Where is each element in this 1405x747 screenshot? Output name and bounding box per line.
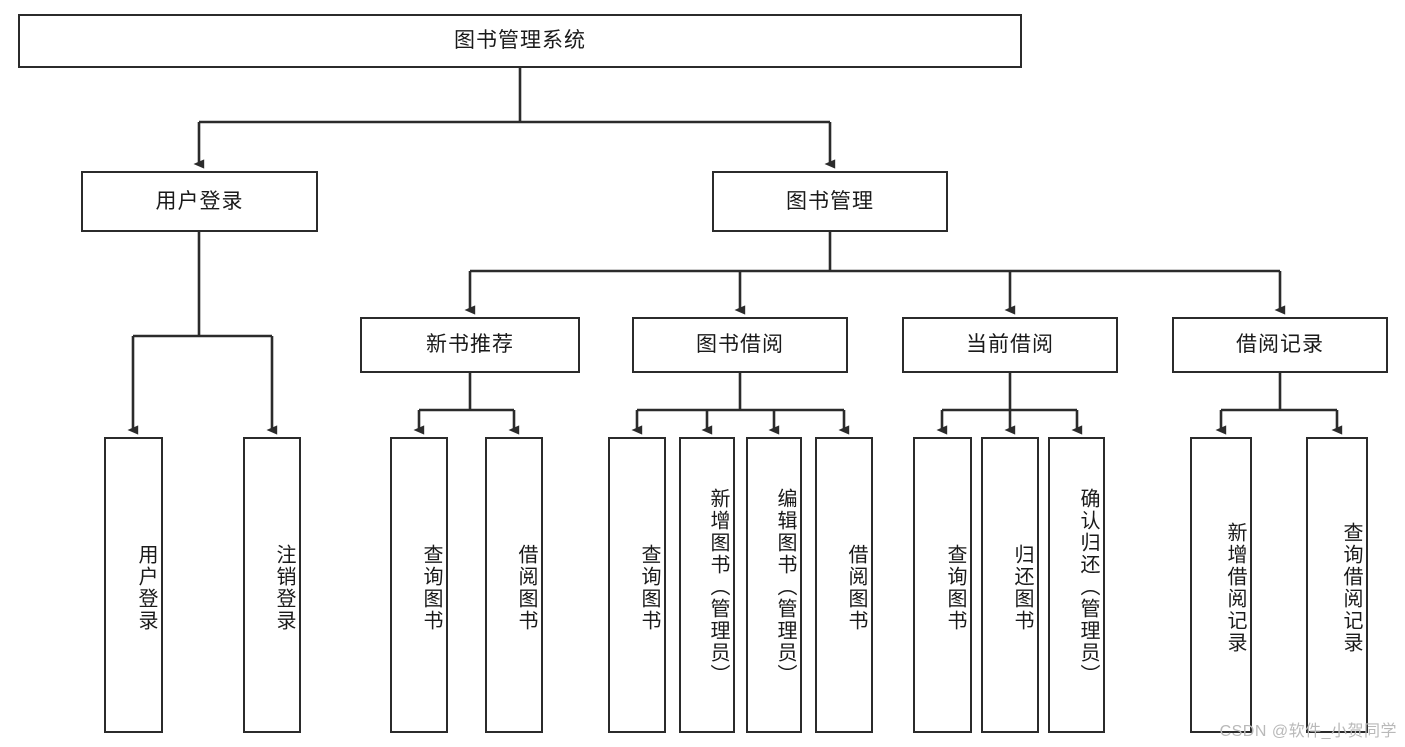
- leaf-add-book-admin-label: 新增图书（管理员）: [707, 488, 729, 686]
- leaf-user-login-label: 用户登录: [135, 544, 157, 632]
- leaf-borrow-book-newbook[interactable]: 借阅图书: [485, 437, 543, 733]
- leaf-borrow-book-newbook-label: 借阅图书: [515, 544, 537, 632]
- leaf-query-book-borrow-label: 查询图书: [638, 544, 660, 632]
- leaf-edit-book-admin[interactable]: 编辑图书（管理员）: [746, 437, 802, 733]
- leaf-user-login[interactable]: 用户登录: [104, 437, 163, 733]
- node-user-login-label: 用户登录: [155, 189, 244, 213]
- leaf-query-book-current-label: 查询图书: [944, 544, 966, 632]
- leaf-query-borrow-record[interactable]: 查询借阅记录: [1306, 437, 1368, 733]
- node-current-borrow[interactable]: 当前借阅: [902, 317, 1118, 373]
- node-current-borrow-label: 当前借阅: [966, 333, 1054, 357]
- leaf-borrow-book-borrow[interactable]: 借阅图书: [815, 437, 873, 733]
- leaf-query-book-current[interactable]: 查询图书: [913, 437, 972, 733]
- leaf-query-book-newbook[interactable]: 查询图书: [390, 437, 448, 733]
- leaf-confirm-return-admin[interactable]: 确认归还（管理员）: [1048, 437, 1105, 733]
- node-book-borrow-label: 图书借阅: [696, 333, 784, 357]
- leaf-add-borrow-record[interactable]: 新增借阅记录: [1190, 437, 1252, 733]
- leaf-query-borrow-record-label: 查询借阅记录: [1340, 522, 1362, 654]
- node-book-borrow[interactable]: 图书借阅: [632, 317, 848, 373]
- leaf-user-logout-label: 注销登录: [273, 544, 295, 632]
- leaf-query-book-borrow[interactable]: 查询图书: [608, 437, 666, 733]
- leaf-edit-book-admin-label: 编辑图书（管理员）: [774, 488, 796, 686]
- node-new-book-recommend[interactable]: 新书推荐: [360, 317, 580, 373]
- leaf-add-book-admin[interactable]: 新增图书（管理员）: [679, 437, 735, 733]
- leaf-user-logout[interactable]: 注销登录: [243, 437, 301, 733]
- leaf-query-book-newbook-label: 查询图书: [420, 544, 442, 632]
- node-book-management-label: 图书管理: [786, 189, 874, 213]
- leaf-borrow-book-borrow-label: 借阅图书: [845, 544, 867, 632]
- node-borrow-record-label: 借阅记录: [1236, 333, 1324, 357]
- leaf-confirm-return-admin-label: 确认归还（管理员）: [1077, 488, 1099, 686]
- node-new-book-recommend-label: 新书推荐: [426, 333, 514, 357]
- node-book-management[interactable]: 图书管理: [712, 171, 948, 232]
- node-user-login[interactable]: 用户登录: [81, 171, 318, 232]
- leaf-add-borrow-record-label: 新增借阅记录: [1224, 522, 1246, 654]
- node-root-label: 图书管理系统: [454, 29, 586, 53]
- leaf-return-book-label: 归还图书: [1011, 544, 1033, 632]
- node-borrow-record[interactable]: 借阅记录: [1172, 317, 1388, 373]
- node-root[interactable]: 图书管理系统: [18, 14, 1022, 68]
- leaf-return-book[interactable]: 归还图书: [981, 437, 1039, 733]
